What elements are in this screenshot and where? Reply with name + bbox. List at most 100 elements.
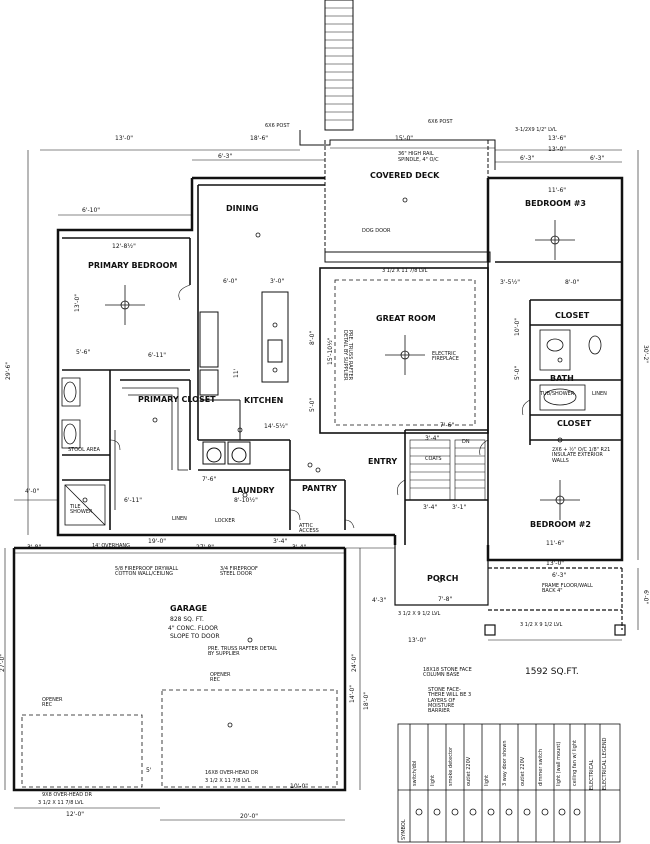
dim-br2-13: 13'-0" [546, 560, 565, 567]
note-overhead-left: 9X8 OVER-HEAD DR [42, 792, 92, 798]
dim-great-7-6: 7'-6" [440, 422, 455, 429]
dim-deck-b: 6'-3" [520, 155, 535, 162]
dim-garage-right2: 18'-0" [363, 691, 370, 710]
legend-subtitle: ELECTRICAL [589, 759, 595, 790]
total-square-footage: 1592 SQ.FT. [525, 667, 579, 677]
dim-great-8-0: 8'-0" [309, 330, 316, 345]
note-insulate: 2X6 + ½" O/C 1/8" R21 INSULATE EXTERIOR … [552, 447, 611, 464]
dim-top-left: 13'-0" [115, 135, 134, 142]
room-label-pantry: PANTRY [302, 484, 337, 493]
legend-item-5: light [484, 774, 490, 786]
dim-pb-width: 12'-8½" [112, 243, 136, 250]
dim-stair-3-1: 3'-1" [452, 504, 467, 511]
dim-deck-a: 6'-3" [218, 153, 233, 160]
dim-kit-3-0: 3'-0" [270, 278, 285, 285]
dim-great-15: 15'-10½" [327, 337, 334, 365]
note-lvl-great: 3 1/2 X 11 7/8 LVL [382, 268, 428, 274]
legend-item-7: outlet 220V [520, 756, 526, 786]
legend-item-6: 3 way door shown [502, 740, 508, 786]
note-truss-garage: PRE. TRUSS RAFTER DETAIL BY SUPPLIER [208, 646, 278, 658]
note-tile-shower: TILE SHOWER [70, 504, 93, 516]
dim-br3-8-0: 8'-0" [565, 279, 580, 286]
garage-floor-note: 4" CONC. FLOOR [168, 625, 219, 632]
room-label-closet-top: CLOSET [555, 311, 590, 320]
dim-br2-11-6: 11'-6" [546, 540, 565, 547]
note-stone-layers: STONE FACE- THERE WILL BE 3 LAYERS OF MO… [428, 687, 472, 714]
note-locker: LOCKER [215, 518, 235, 524]
top-stair [324, 0, 354, 131]
dim-top-right: 15'-0" [395, 135, 414, 142]
dim-garage-left: 27'-0" [0, 653, 6, 672]
dim-bot-5: 5' [146, 767, 152, 774]
note-tub-shower: TUB/SHOWER [540, 391, 575, 397]
note-linen-bath: LINEN [592, 391, 607, 397]
dim-kit-11: 11' [233, 368, 240, 378]
dim-bath-10: 10'-0" [514, 317, 521, 336]
dim-left-6-10: 6'-10" [82, 207, 101, 214]
note-porch-lvl2: 3 1/2 X 9 1/2 LVL [520, 622, 563, 628]
dim-closet-6-11: 6'-11" [124, 497, 143, 504]
note-dn: DN [462, 439, 470, 445]
legend-item-9: light (wall mount) [556, 741, 562, 786]
room-label-garage: GARAGE [170, 604, 208, 613]
kitchen-counters [199, 291, 289, 465]
exterior-walls [56, 176, 624, 562]
garage-slope-note: SLOPE TO DOOR [170, 633, 220, 640]
dim-top-far-right: 13'-6" [548, 135, 567, 142]
entry-stairs [409, 439, 486, 501]
dim-bot-19: 19'-0" [148, 538, 167, 545]
light-fixtures [82, 197, 580, 728]
garage-doors [21, 689, 338, 788]
note-frame-floor: FRAME FLOOR/WALL BACK 4" [542, 583, 593, 595]
note-dog-door: DOG DOOR [362, 228, 391, 234]
room-label-primary-closet: PRIMARY CLOSET [138, 395, 216, 404]
garage-walls [12, 546, 347, 792]
dim-kit-6-0: 6'-0" [223, 278, 238, 285]
dim-pb-6-11: 6'-11" [148, 352, 167, 359]
room-label-bedroom2: BEDROOM #2 [530, 520, 591, 529]
legend-item-3: smoke detector [448, 746, 454, 786]
note-coats: COATS [425, 456, 442, 462]
legend-item-8: dimmer switch [538, 749, 544, 786]
bath-fixtures [61, 329, 602, 526]
room-label-dining: DINING [226, 204, 259, 213]
legend-title: ELECTRICAL LEGEND [602, 737, 608, 790]
note-stone-face: 18X18 STONE FACE COLUMN BASE [423, 667, 472, 679]
great-room-truss-outline [334, 279, 476, 426]
legend-item-10: ceiling fan w/ light [572, 740, 578, 786]
dim-bot-10: 10'-0" [290, 783, 309, 790]
note-porch-lvl: 3 1/2 X 9 1/2 LVL [398, 611, 441, 617]
room-label-bedroom3: BEDROOM #3 [525, 199, 586, 208]
room-label-laundry: LAUNDRY [232, 486, 275, 495]
room-label-great-room: GREAT ROOM [376, 314, 436, 323]
room-label-kitchen: KITCHEN [244, 396, 284, 405]
dim-left-3-8: 3'-8" [27, 544, 42, 551]
legend-symbol-header: SYMBOL [401, 819, 407, 840]
dim-bot-3-4: 3'-4" [292, 544, 307, 551]
dim-kit-14-5: 14'-5½" [264, 423, 288, 430]
dim-right-6: 6'-0" [642, 590, 649, 605]
dimension-lines [4, 147, 639, 821]
note-attic-access: ATTIC ACCESS [299, 523, 319, 535]
note-overhead-right-header: 3 1/2 X 11 7/8 LVL [205, 778, 251, 784]
note-truss: PRE. TRUSS RAFTER DETAIL BY SUPPLIER [341, 330, 353, 381]
dim-bath-5-0: 5'-0" [514, 365, 521, 380]
room-label-primary-bedroom: PRIMARY BEDROOM [88, 261, 178, 270]
legend-item-4: outlet 220V [466, 756, 472, 786]
legend-item-1: switch/dbl [412, 760, 418, 786]
dim-pb-5-6: 5'-6" [76, 349, 91, 356]
legend-item-2: light [430, 774, 436, 786]
covered-deck-outline [299, 130, 496, 263]
dim-great-5-0: 5'-0" [309, 397, 316, 412]
note-lvl-top: 3-1/2X9 1/2" LVL [515, 127, 557, 133]
note-spindle: SPINDLE, 4" O/C [398, 157, 439, 163]
dim-garage-right: 24'-0" [351, 653, 358, 672]
dim-bot-20: 20'-0" [240, 813, 259, 820]
note-opener-mid: OPENER REC [210, 672, 231, 684]
dim-right-6-3: 6'-3" [552, 572, 567, 579]
dim-right-total: 30'-2" [642, 345, 649, 364]
dim-porch-4-3: 4'-3" [372, 597, 387, 604]
door-swings [109, 284, 531, 529]
note-overhang: 14' OVERHANG [92, 543, 131, 549]
note-overhead-left-header: 3 1/2 X 11 7/8 LVL [38, 800, 84, 806]
